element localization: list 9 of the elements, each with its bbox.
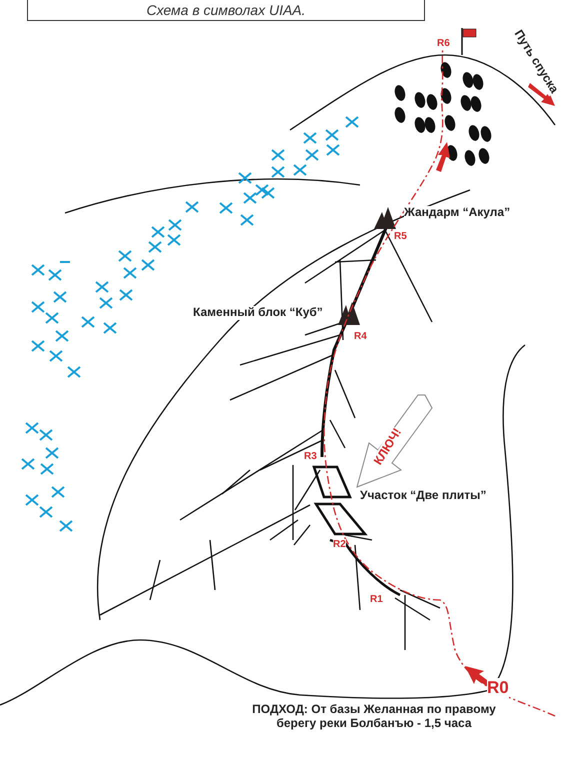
caption-box: Схема в символах UIAA. [27,0,425,21]
point-label: R3 [304,451,317,462]
feature-label: Участок “Две плиты” [360,489,486,503]
feature-label: Каменный блок “Куб” [193,306,323,320]
feature-label: Жандарм “Акула” [404,206,510,220]
point-label: R6 [437,38,450,50]
point-label: R5 [394,231,407,242]
approach-note: ПОДХОД: От базы Желанная по правому берегу реки Болбанъю - 1,5 часа [251,703,497,731]
point-label: R0 [487,678,509,698]
